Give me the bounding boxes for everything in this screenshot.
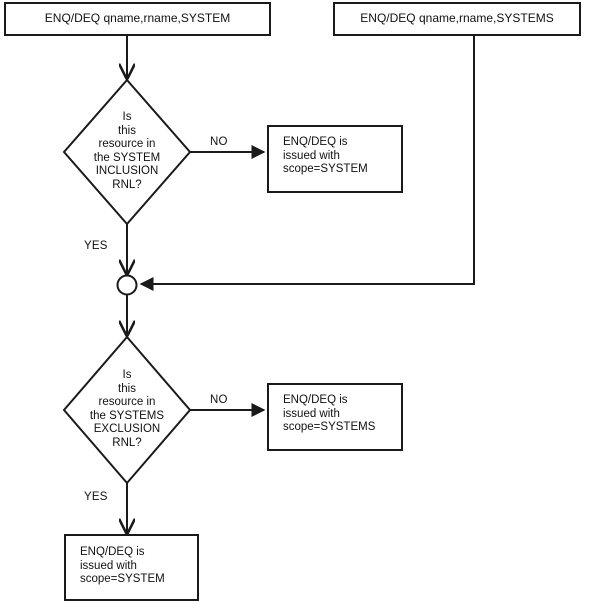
decision-exclusion-shape [62, 335, 192, 485]
edge-label-exclusion-no: NO [210, 394, 228, 406]
result-final-yes-shape [64, 534, 199, 601]
edge-label-exclusion-yes: YES [84, 491, 108, 503]
start-left-box-shape [4, 2, 271, 36]
result-inclusion-no-shape [267, 125, 403, 193]
result-exclusion-no-shape [267, 383, 403, 451]
edge-label-inclusion-no: NO [210, 136, 228, 148]
edge-start-right-to-junction [139, 35, 475, 291]
junction-connector-shape [116, 274, 138, 296]
decision-inclusion-shape [62, 78, 192, 226]
start-right-box-shape [333, 2, 581, 36]
edge-label-inclusion-yes: YES [84, 240, 108, 252]
